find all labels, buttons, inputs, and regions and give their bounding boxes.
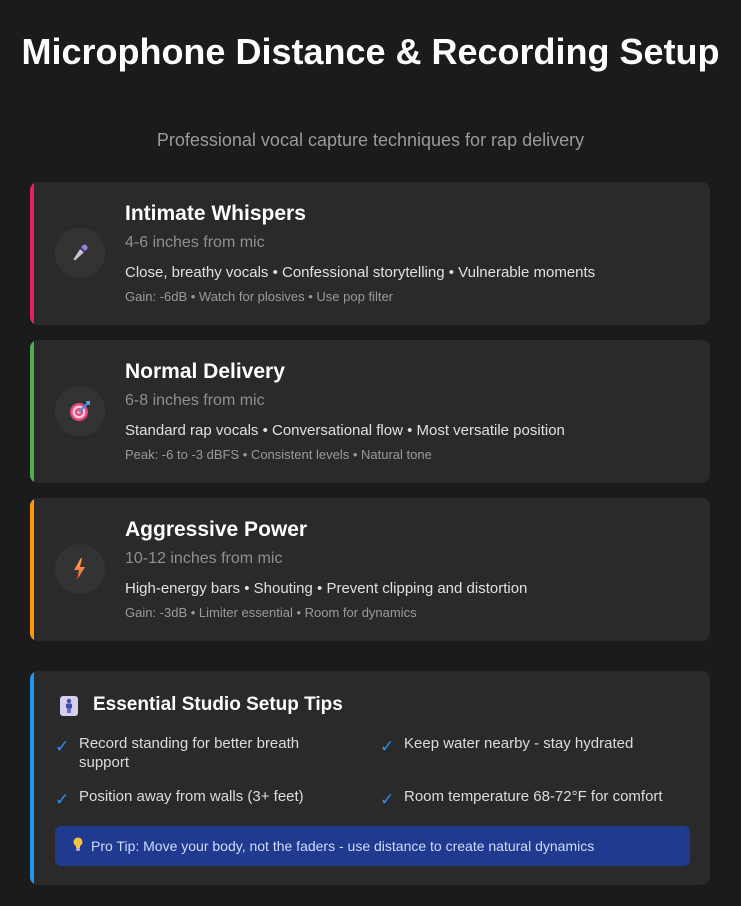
card-accent-bar	[30, 340, 34, 483]
card-description: High-energy bars • Shouting • Prevent cl…	[125, 580, 528, 597]
page-subtitle: Professional vocal capture techniques fo…	[156, 130, 585, 150]
distance-card-normal-delivery: Normal Delivery 6-8 inches from mic Stan…	[30, 340, 710, 483]
tip-item: ✓ Position away from walls (3+ feet)	[55, 787, 345, 809]
checkmark-icon: ✓	[55, 737, 70, 756]
card-distance: 4-6 inches from mic	[125, 234, 265, 251]
card-heading: Intimate Whispers	[125, 202, 306, 225]
page-title: Microphone Distance & Recording Setup	[21, 31, 720, 72]
card-heading: Normal Delivery	[125, 360, 285, 383]
tip-text: Position away from walls (3+ feet)	[79, 788, 304, 805]
tip-item: ✓ Keep water nearby - stay hydrated	[380, 734, 670, 756]
tip-item: ✓ Record standing for better breath supp…	[55, 734, 345, 772]
standing-person-icon	[60, 696, 78, 716]
tips-accent-bar	[30, 671, 34, 885]
tip-text: Record standing for better breath suppor…	[79, 735, 300, 771]
checkmark-icon: ✓	[380, 737, 395, 756]
card-description: Close, breathy vocals • Confessional sto…	[125, 264, 596, 281]
distance-card-intimate-whispers: Intimate Whispers 4-6 inches from mic Cl…	[30, 182, 710, 325]
card-technical-notes: Peak: -6 to -3 dBFS • Consistent levels …	[125, 447, 432, 462]
card-accent-bar	[30, 498, 34, 641]
tip-item: ✓ Room temperature 68-72°F for comfort	[380, 787, 670, 809]
distance-card-aggressive-power: Aggressive Power 10-12 inches from mic H…	[30, 498, 710, 641]
lightbulb-icon	[73, 837, 83, 855]
card-heading: Aggressive Power	[125, 518, 308, 541]
checkmark-icon: ✓	[55, 790, 70, 809]
card-distance: 6-8 inches from mic	[125, 392, 265, 409]
studio-tips-panel: Essential Studio Setup Tips ✓ Record sta…	[30, 671, 710, 885]
tip-text: Room temperature 68-72°F for comfort	[404, 788, 663, 805]
card-technical-notes: Gain: -3dB • Limiter essential • Room fo…	[125, 605, 417, 620]
card-technical-notes: Gain: -6dB • Watch for plosives • Use po…	[125, 289, 394, 304]
lightning-icon	[55, 544, 105, 594]
tips-heading: Essential Studio Setup Tips	[93, 694, 343, 715]
microphone-icon	[55, 228, 105, 278]
pro-tip-text: Pro Tip: Move your body, not the faders …	[91, 838, 595, 854]
target-icon	[55, 386, 105, 436]
tip-text: Keep water nearby - stay hydrated	[404, 735, 634, 752]
pro-tip-banner: Pro Tip: Move your body, not the faders …	[55, 826, 690, 866]
checkmark-icon: ✓	[380, 790, 395, 809]
card-description: Standard rap vocals • Conversational flo…	[125, 422, 565, 439]
card-distance: 10-12 inches from mic	[125, 550, 283, 567]
card-accent-bar	[30, 182, 34, 325]
